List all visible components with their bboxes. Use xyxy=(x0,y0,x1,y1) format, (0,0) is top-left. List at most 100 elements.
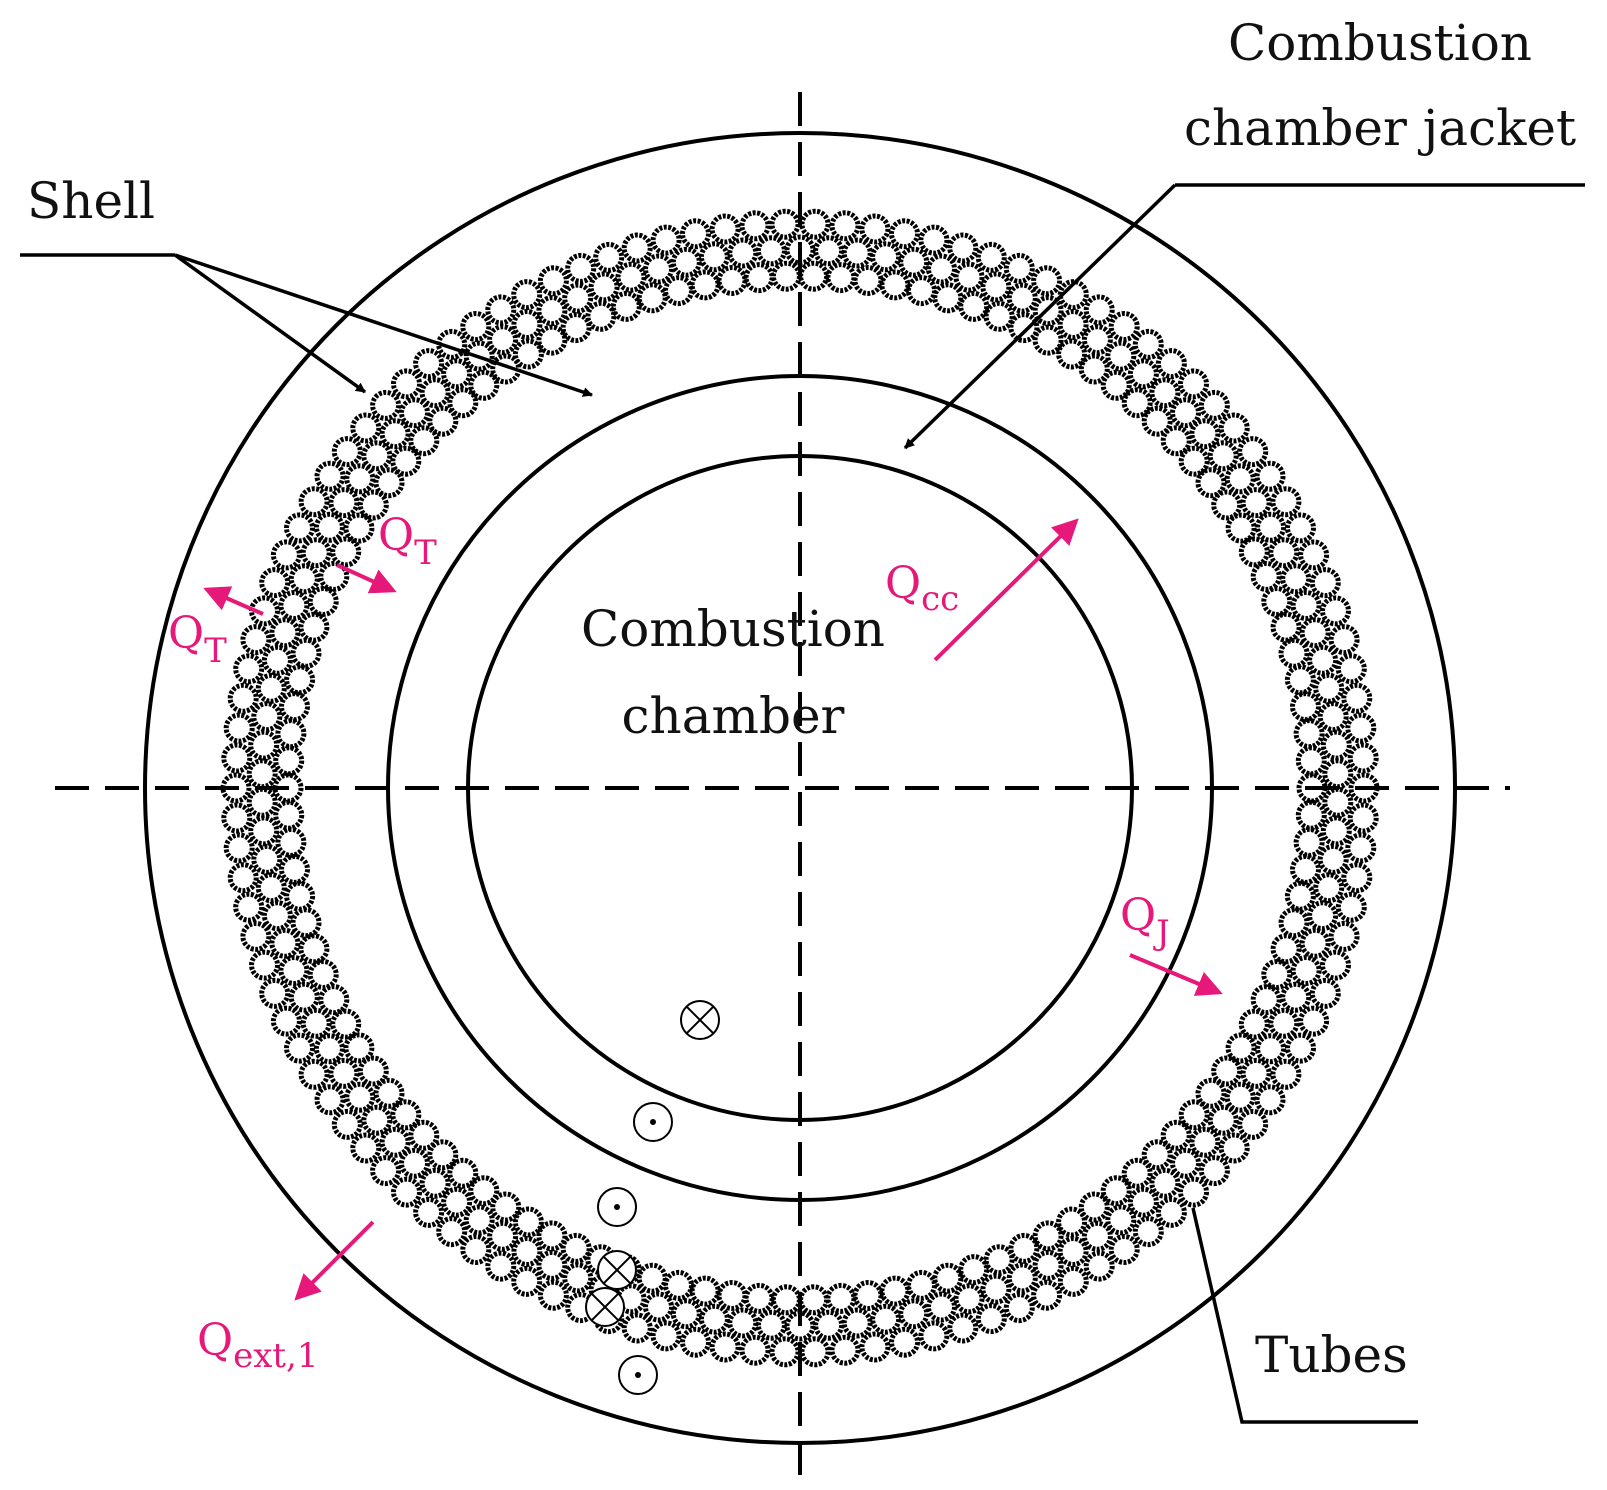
tube xyxy=(1307,644,1339,676)
tube xyxy=(593,241,625,273)
tube xyxy=(770,1284,802,1316)
tube xyxy=(980,1273,1012,1305)
tube xyxy=(663,1269,694,1301)
tube xyxy=(447,1157,479,1189)
tube xyxy=(537,265,569,297)
tube xyxy=(1237,436,1269,468)
tube xyxy=(370,1155,402,1187)
tube xyxy=(585,300,617,332)
leader-lines xyxy=(20,183,1585,1424)
tube xyxy=(1132,1216,1164,1248)
tube xyxy=(357,1055,389,1087)
tube xyxy=(709,213,741,245)
tube xyxy=(1348,772,1380,804)
tube xyxy=(1225,512,1257,544)
tube xyxy=(290,637,322,669)
cross-icon xyxy=(680,1000,720,1040)
tube xyxy=(361,1104,393,1136)
tube xyxy=(799,208,831,240)
tube xyxy=(1170,397,1201,429)
dot-icon xyxy=(618,1355,658,1395)
tube xyxy=(1240,1057,1272,1089)
tube xyxy=(536,1220,568,1252)
tube xyxy=(390,1099,422,1131)
tube xyxy=(1299,927,1331,959)
tube xyxy=(841,1307,873,1339)
tube xyxy=(288,563,320,595)
tube xyxy=(1255,511,1287,543)
jacket-label-line1: Combustion xyxy=(1228,14,1532,72)
tube xyxy=(220,772,252,804)
tube xyxy=(1240,487,1272,519)
tube xyxy=(1121,387,1153,419)
tube xyxy=(588,271,620,303)
tube xyxy=(350,1132,382,1164)
tube xyxy=(975,241,1007,273)
tube xyxy=(328,487,360,519)
tube xyxy=(906,1269,937,1301)
qj-label: QJ xyxy=(1120,890,1170,953)
tube xyxy=(261,900,293,932)
tube xyxy=(1238,536,1270,568)
tube xyxy=(709,1331,741,1363)
tube xyxy=(284,664,316,696)
tube xyxy=(343,512,375,544)
tube xyxy=(1237,1108,1269,1140)
tube xyxy=(932,1262,964,1294)
tube xyxy=(227,682,259,714)
tube xyxy=(680,1326,711,1358)
tube xyxy=(1320,729,1352,761)
tube-bank xyxy=(220,208,1380,1368)
tube xyxy=(1225,1032,1257,1064)
tube xyxy=(879,269,911,301)
tube xyxy=(331,436,363,468)
tube xyxy=(650,1320,682,1352)
shell-arrow-2 xyxy=(174,253,593,397)
tube xyxy=(419,377,451,409)
tube xyxy=(1270,486,1302,518)
tube xyxy=(370,389,402,421)
tube xyxy=(1290,691,1321,723)
tube xyxy=(284,1032,315,1064)
tube xyxy=(307,586,339,617)
tube xyxy=(273,745,305,777)
tube xyxy=(983,1244,1015,1276)
tube xyxy=(270,539,302,571)
tube xyxy=(284,880,316,912)
tube xyxy=(1207,440,1239,472)
tube xyxy=(1100,1175,1132,1207)
tube xyxy=(829,210,861,242)
tube xyxy=(1170,1147,1201,1179)
tube xyxy=(643,1291,674,1323)
tube xyxy=(1254,1084,1286,1116)
tube xyxy=(889,218,920,250)
tube xyxy=(1132,328,1164,360)
tube xyxy=(1309,567,1341,599)
cross-icon xyxy=(597,1250,637,1290)
tube xyxy=(460,1234,492,1265)
tube xyxy=(1108,1234,1140,1265)
tube xyxy=(490,1191,522,1223)
tube xyxy=(958,1254,990,1286)
tube xyxy=(636,282,668,314)
tube xyxy=(1141,1139,1173,1171)
tube xyxy=(330,1008,362,1040)
tube xyxy=(926,253,957,285)
tube xyxy=(1313,672,1345,704)
tube xyxy=(390,445,422,477)
dot-icon xyxy=(597,1187,637,1227)
tube xyxy=(261,644,293,676)
tube xyxy=(1278,637,1310,669)
tube xyxy=(1078,353,1110,385)
tube xyxy=(689,269,721,301)
tube xyxy=(1149,1167,1181,1199)
tube xyxy=(698,241,730,273)
tube xyxy=(269,927,301,959)
tube xyxy=(511,1265,543,1297)
qt-upper-arrow xyxy=(336,563,397,594)
tube xyxy=(487,1220,519,1252)
tube xyxy=(298,611,330,643)
tube xyxy=(769,1336,801,1368)
tube xyxy=(419,1167,451,1199)
tube xyxy=(1056,1206,1088,1238)
